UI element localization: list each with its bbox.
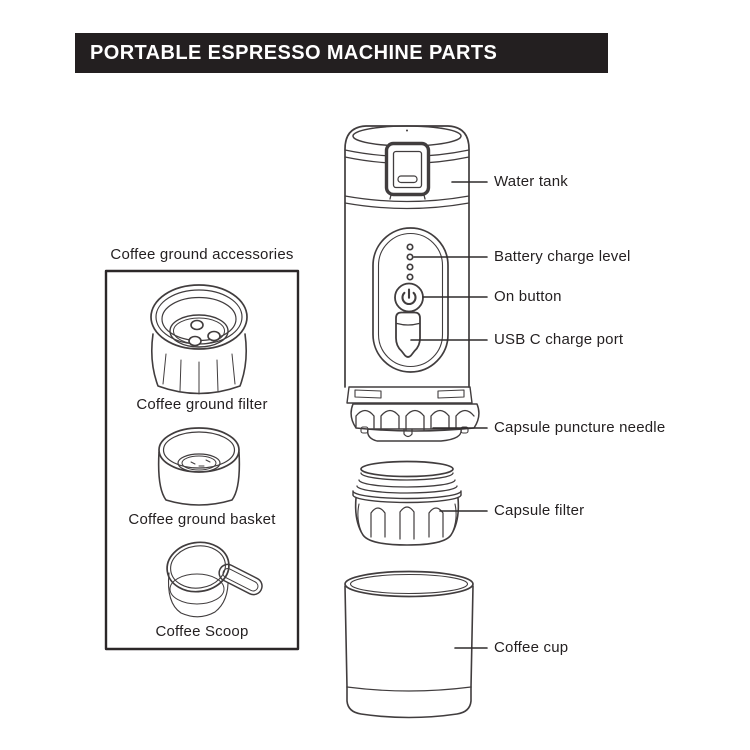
filter-hole xyxy=(207,330,221,342)
label-coffee-scoop: Coffee Scoop xyxy=(155,623,249,640)
accessories-panel-border xyxy=(104,269,300,651)
filter-hole xyxy=(188,335,202,347)
label-capsule-filter: Capsule filter xyxy=(494,502,585,519)
label-coffee-cup: Coffee cup xyxy=(494,639,569,656)
accessories-panel-title: Coffee ground accessories xyxy=(110,246,294,263)
coffee-ground-basket-drawing xyxy=(157,427,241,506)
page-title: PORTABLE ESPRESSO MACHINE PARTS xyxy=(90,41,498,64)
usb-c-port-drawing xyxy=(395,311,421,358)
leader-lines xyxy=(410,181,488,649)
lid-latch xyxy=(384,141,431,200)
coffee-cup-drawing xyxy=(344,570,474,719)
coffee-ground-filter-drawing xyxy=(150,284,248,395)
scoop-handle xyxy=(218,563,263,596)
label-battery-charge-level: Battery charge level xyxy=(494,248,631,265)
puncture-needle-assembly-drawing xyxy=(346,386,480,442)
coffee-scoop-drawing xyxy=(166,541,263,618)
power-icon xyxy=(401,288,417,305)
label-water-tank: Water tank xyxy=(494,173,568,190)
capsule-filter-drawing xyxy=(352,460,462,546)
puncture-needle xyxy=(403,428,413,438)
battery-level-dots xyxy=(406,243,414,281)
filter-hole xyxy=(190,319,204,331)
label-capsule-puncture-needle: Capsule puncture needle xyxy=(494,419,666,436)
label-usb-c-charge-port: USB C charge port xyxy=(494,331,624,348)
label-coffee-ground-basket: Coffee ground basket xyxy=(128,511,276,528)
water-tank-drawing xyxy=(344,125,470,388)
label-on-button: On button xyxy=(494,288,562,305)
power-button-drawing xyxy=(394,282,424,313)
control-panel-drawing xyxy=(372,227,449,373)
label-coffee-ground-filter: Coffee ground filter xyxy=(136,396,268,413)
title-banner: PORTABLE ESPRESSO MACHINE PARTS xyxy=(75,33,608,73)
lid-vent-dot xyxy=(406,129,408,132)
